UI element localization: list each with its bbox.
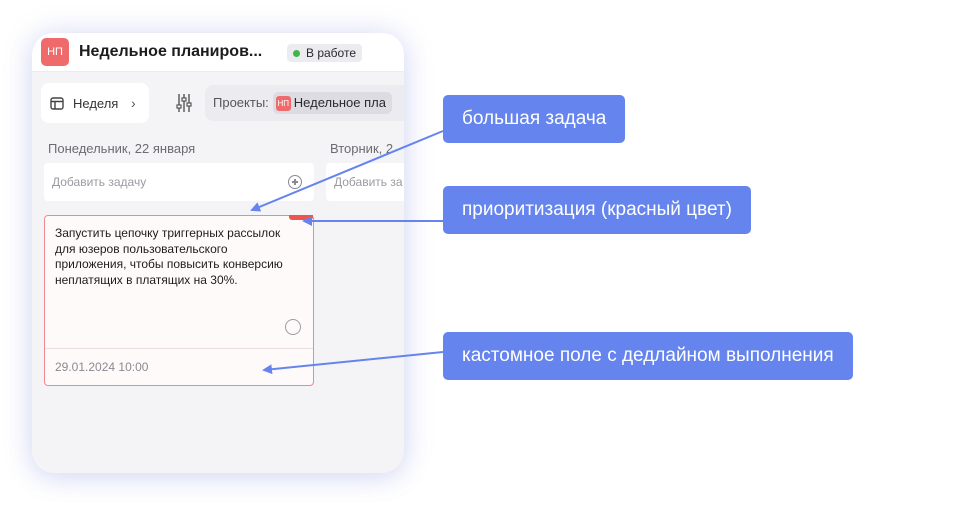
- complete-checkbox[interactable]: [285, 319, 301, 335]
- day-column-monday: Понедельник, 22 января: [48, 141, 195, 156]
- project-header: НП Недельное планиров... В работе: [32, 33, 404, 72]
- status-label: В работе: [306, 46, 357, 60]
- callout-deadline-field: кастомное поле с дедлайном выполнения: [443, 332, 853, 380]
- add-task-placeholder: Добавить за: [334, 175, 403, 189]
- project-title[interactable]: Недельное планиров...: [79, 43, 263, 60]
- filter-settings-icon[interactable]: [175, 93, 193, 113]
- day-title: Понедельник, 22 января: [48, 141, 196, 156]
- callout-priority: приоритизация (красный цвет): [443, 186, 751, 234]
- app-window: НП Недельное планиров... В работе Неделя…: [32, 33, 404, 473]
- projects-filter-label: Проекты:: [213, 95, 269, 110]
- chevron-right-icon: ›: [131, 95, 136, 111]
- task-text: Запустить цепочку триггерных рассылок дл…: [55, 226, 283, 287]
- project-avatar[interactable]: НП: [41, 38, 69, 66]
- task-card[interactable]: Запустить цепочку триггерных рассылок дл…: [44, 215, 314, 386]
- add-task-input-monday[interactable]: Добавить задачу: [44, 163, 314, 201]
- week-view-button[interactable]: Неделя ›: [41, 83, 149, 123]
- day-title: Вторник, 2: [330, 141, 394, 156]
- week-label: Неделя: [73, 96, 119, 111]
- add-task-placeholder: Добавить задачу: [52, 175, 147, 189]
- arrow-deadline: [262, 351, 444, 375]
- priority-flag: [289, 215, 313, 220]
- add-circle-icon[interactable]: [288, 175, 302, 189]
- status-dot-icon: [293, 50, 300, 57]
- project-chip-avatar: НП: [275, 96, 291, 111]
- calendar-icon: [50, 97, 64, 110]
- day-column-tuesday: Вторник, 2: [330, 141, 393, 156]
- divider: [45, 348, 313, 349]
- add-task-input-tuesday[interactable]: Добавить за: [326, 163, 404, 201]
- task-deadline[interactable]: 29.01.2024 10:00: [55, 360, 149, 374]
- status-badge[interactable]: В работе: [287, 44, 363, 62]
- arrow-big-task: [250, 130, 444, 212]
- callout-big-task: большая задача: [443, 95, 626, 143]
- project-chip-label: Недельное пла: [293, 95, 386, 110]
